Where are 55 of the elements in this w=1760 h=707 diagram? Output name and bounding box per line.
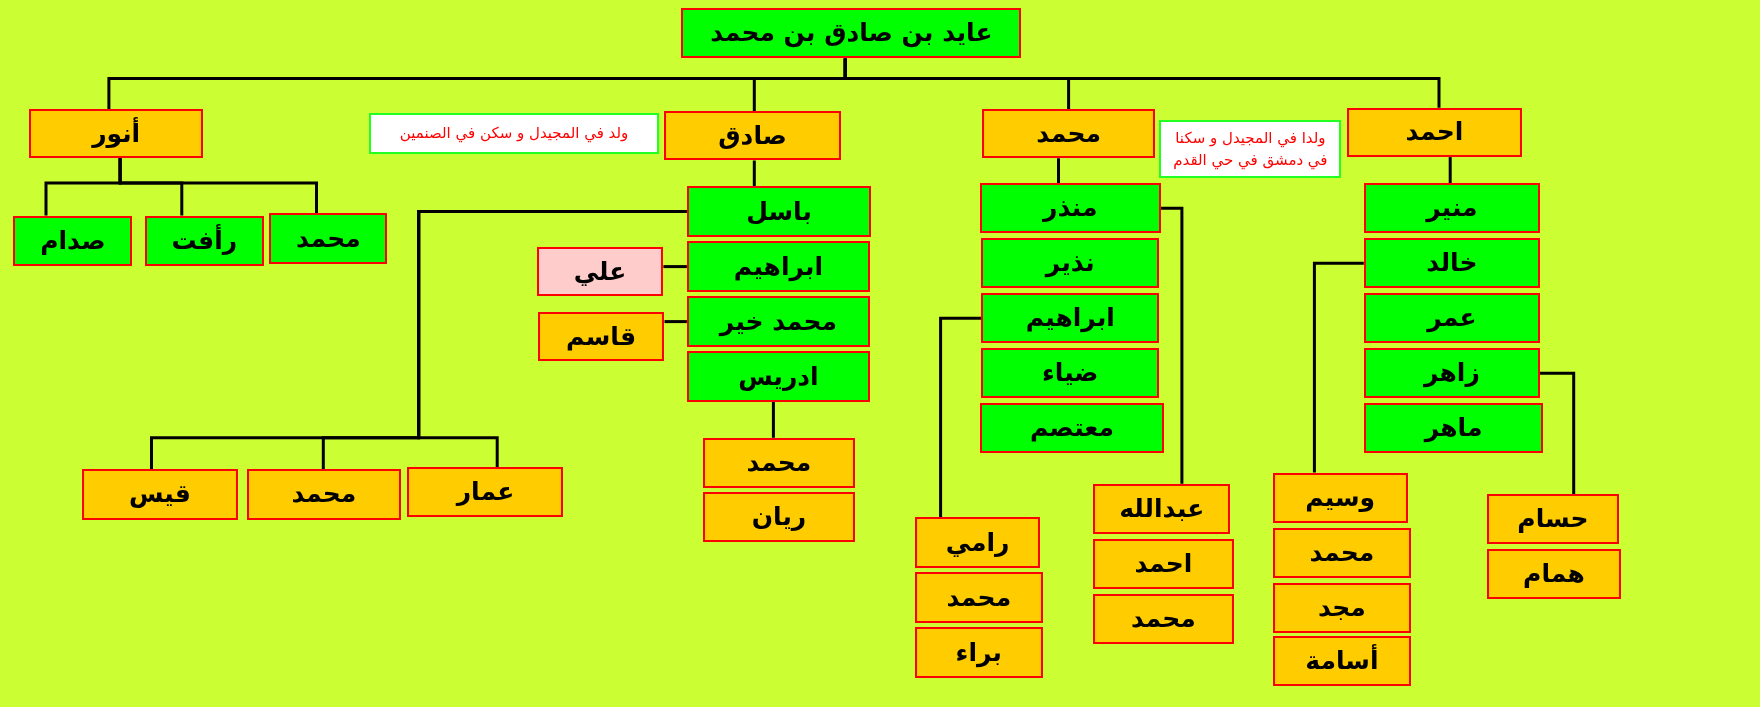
name-box: ابراهيم — [686, 241, 870, 292]
connector-line — [1160, 206, 1184, 484]
name-box: أسامة — [1272, 636, 1411, 686]
name-box: حسام — [1487, 493, 1619, 545]
name-box: محمد — [702, 437, 856, 489]
name-box: خالد — [1363, 237, 1540, 289]
name-box: أنور — [29, 108, 204, 159]
connector-line — [664, 320, 687, 324]
name-box: ضياء — [981, 347, 1160, 399]
name-box: رامي — [914, 517, 1041, 568]
name-box: محمد — [269, 213, 388, 264]
name-box: قاسم — [537, 312, 665, 362]
name-box: ماهر — [1363, 402, 1544, 454]
name-box: ادريس — [686, 351, 870, 402]
connector-line — [771, 401, 775, 438]
name-box: محمد — [1093, 593, 1234, 645]
name-box: منذر — [979, 182, 1161, 234]
connector-line — [939, 316, 981, 518]
connector-line — [1540, 371, 1576, 494]
name-box: همام — [1487, 548, 1621, 600]
connector-line — [107, 58, 847, 109]
name-box: احمد — [1093, 538, 1234, 590]
name-box: نذير — [981, 237, 1160, 289]
name-box: علي — [536, 246, 664, 297]
name-box: مجد — [1272, 582, 1411, 634]
name-box: محمد — [982, 108, 1155, 159]
name-box: وسيم — [1272, 472, 1408, 524]
connector-line — [752, 160, 756, 187]
name-box: محمد خير — [686, 296, 870, 347]
name-box: براء — [914, 627, 1043, 678]
name-box: محمد — [246, 469, 401, 520]
name-box: قيس — [81, 469, 238, 520]
connector-line — [1312, 261, 1364, 473]
name-box: محمد — [914, 572, 1043, 623]
name-box: باسل — [686, 186, 871, 237]
name-box: منير — [1363, 182, 1540, 234]
name-box: عبدالله — [1093, 483, 1231, 535]
name-box: محمد — [1272, 527, 1411, 579]
name-box: معتصم — [979, 402, 1164, 454]
note-box: ولدا في المجيدل و سكنا في دمشق في حي القدم — [1159, 120, 1342, 179]
connector-line — [1448, 157, 1452, 183]
name-box: عايد بن صادق بن محمد — [681, 7, 1022, 59]
name-box: ريان — [702, 491, 856, 543]
name-box: زاهر — [1363, 347, 1540, 399]
note-box: ولد في المجيدل و سكن في الصنمين — [369, 113, 659, 154]
name-box: احمد — [1346, 107, 1523, 158]
name-box: عمار — [407, 466, 564, 518]
connector-line — [1057, 158, 1060, 183]
name-box: صادق — [664, 111, 841, 161]
name-box: عمر — [1363, 292, 1540, 344]
name-box: رأفت — [144, 215, 264, 266]
connector-line — [44, 158, 122, 216]
name-box: ابراهيم — [981, 292, 1160, 344]
connector-line — [663, 265, 687, 269]
name-box: صدام — [13, 215, 133, 266]
